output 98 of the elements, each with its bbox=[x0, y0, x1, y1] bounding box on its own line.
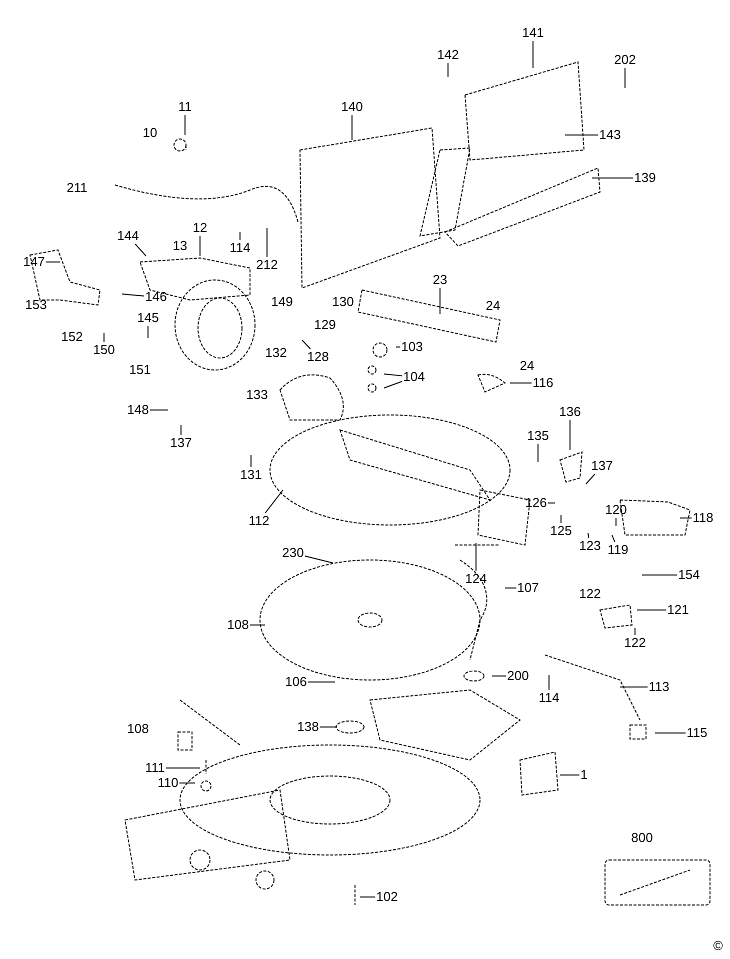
callout-number: 140 bbox=[341, 100, 363, 114]
callout-number: © bbox=[713, 939, 723, 953]
callout-number: 126 bbox=[525, 496, 547, 510]
callout-number: 141 bbox=[522, 26, 544, 40]
callout-number: 142 bbox=[437, 48, 459, 62]
callout-number: 12 bbox=[192, 221, 208, 235]
callout-number: 110 bbox=[158, 776, 178, 790]
callout-number: 104 bbox=[403, 370, 425, 384]
leader-line bbox=[560, 774, 580, 776]
callout-number: 113 bbox=[648, 680, 670, 694]
callout-number: 23 bbox=[432, 273, 448, 287]
callout-number: 230 bbox=[282, 546, 304, 560]
callout-number: 123 bbox=[579, 539, 601, 553]
leader-line bbox=[360, 896, 376, 898]
callout-number: 136 bbox=[559, 405, 581, 419]
callout-number: 118 bbox=[692, 511, 714, 525]
leader-line bbox=[302, 340, 311, 350]
callout-number: 120 bbox=[605, 503, 627, 517]
callout-number: 114 bbox=[538, 691, 560, 705]
callout-number: 147 bbox=[23, 255, 45, 269]
leader-line bbox=[396, 346, 401, 348]
callout-number: 13 bbox=[172, 239, 188, 253]
callout-number: 128 bbox=[307, 350, 329, 364]
callout-number: 108 bbox=[227, 618, 249, 632]
callout-number: 211 bbox=[66, 181, 88, 195]
callout-number: 153 bbox=[25, 298, 47, 312]
callout-number: 24 bbox=[520, 359, 534, 373]
callout-number: 148 bbox=[127, 403, 149, 417]
leader-line bbox=[624, 68, 626, 88]
leader-line bbox=[634, 628, 636, 636]
leader-line bbox=[180, 424, 182, 436]
leader-line bbox=[250, 454, 252, 468]
leader-line bbox=[384, 380, 403, 388]
leader-line bbox=[134, 244, 146, 256]
callout-number: 102 bbox=[376, 890, 398, 904]
leader-line bbox=[384, 374, 403, 376]
callout-number: 154 bbox=[678, 568, 700, 582]
leader-line bbox=[612, 534, 616, 542]
callout-number: 150 bbox=[93, 343, 115, 357]
leader-line bbox=[547, 502, 556, 504]
callout-number: 129 bbox=[314, 318, 336, 332]
callout-number: 137 bbox=[170, 436, 192, 450]
callout-number: 11 bbox=[178, 100, 192, 114]
leader-line bbox=[532, 40, 534, 68]
callout-number: 114 bbox=[230, 241, 250, 255]
callout-number: 125 bbox=[550, 524, 572, 538]
callout-number: 149 bbox=[271, 295, 293, 309]
leader-line bbox=[264, 490, 284, 514]
callout-number: 121 bbox=[667, 603, 689, 617]
callout-number: 107 bbox=[517, 581, 539, 595]
callout-number: 200 bbox=[507, 669, 529, 683]
callout-number: 138 bbox=[297, 720, 319, 734]
leader-line bbox=[560, 514, 562, 524]
leader-line bbox=[319, 726, 338, 728]
leader-line bbox=[178, 782, 196, 784]
callout-number: 152 bbox=[61, 330, 83, 344]
leader-line bbox=[620, 686, 648, 688]
callout-number: 106 bbox=[285, 675, 307, 689]
callout-number: 137 bbox=[591, 459, 613, 473]
callout-number: 139 bbox=[634, 171, 656, 185]
leader-line bbox=[642, 574, 678, 576]
callout-number: 103 bbox=[401, 340, 423, 354]
leader-line bbox=[266, 228, 268, 258]
callout-number: 135 bbox=[527, 429, 549, 443]
callout-number: 133 bbox=[246, 388, 268, 402]
callout-number: 10 bbox=[142, 126, 158, 140]
leader-line bbox=[588, 532, 590, 538]
leader-line bbox=[654, 732, 686, 734]
callout-number: 124 bbox=[465, 572, 487, 586]
leader-line bbox=[304, 555, 334, 564]
callout-number: 111 bbox=[145, 761, 165, 775]
leader-line bbox=[586, 474, 596, 484]
callout-number: 131 bbox=[240, 468, 262, 482]
callout-number: 151 bbox=[129, 363, 151, 377]
callout-number: 24 bbox=[486, 299, 500, 313]
callout-number: 132 bbox=[265, 346, 287, 360]
callout-number: 119 bbox=[608, 543, 628, 557]
callout-number: 112 bbox=[248, 514, 270, 528]
callout-number: 130 bbox=[332, 295, 354, 309]
callout-number: 115 bbox=[686, 726, 708, 740]
leader-line bbox=[548, 674, 550, 690]
callout-number: 144 bbox=[117, 229, 139, 243]
leader-line bbox=[564, 134, 599, 136]
leader-line bbox=[122, 294, 145, 296]
leader-line bbox=[249, 624, 266, 626]
callout-number: 146 bbox=[145, 290, 167, 304]
callout-number: 108 bbox=[127, 722, 149, 736]
callout-number: 116 bbox=[532, 376, 554, 390]
leader-line bbox=[510, 382, 532, 384]
callout-number: 202 bbox=[614, 53, 636, 67]
callout-number: 122 bbox=[624, 636, 646, 650]
callout-number: 1 bbox=[580, 768, 588, 782]
callout-number: 143 bbox=[599, 128, 621, 142]
callout-number: 122 bbox=[579, 587, 601, 601]
callout-number: 800 bbox=[631, 831, 653, 845]
leader-line bbox=[184, 114, 186, 136]
callout-number: 212 bbox=[256, 258, 278, 272]
callout-number: 145 bbox=[137, 311, 159, 325]
